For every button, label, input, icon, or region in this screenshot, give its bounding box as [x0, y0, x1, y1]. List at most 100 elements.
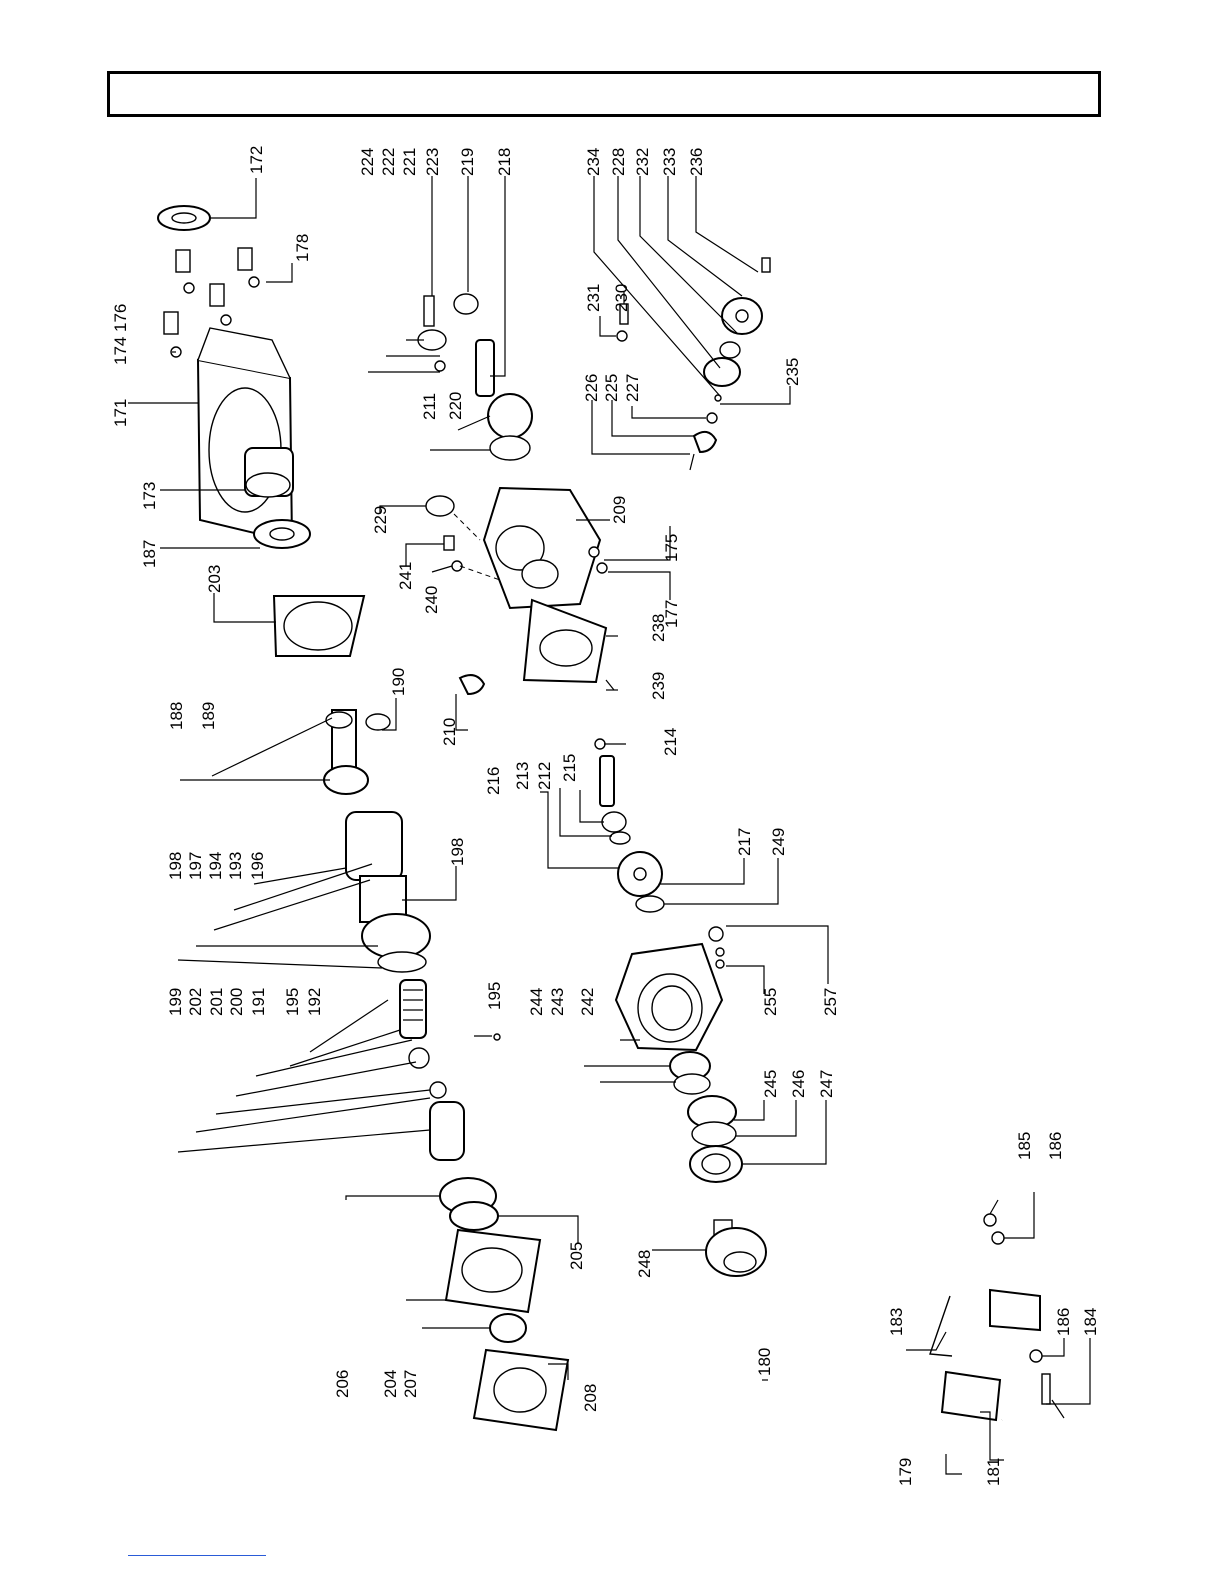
leader-lines — [128, 176, 1091, 1475]
part-label-243: 243 — [548, 987, 567, 1016]
part-label-225: 225 — [602, 373, 621, 402]
part-label-195-left: 195 — [283, 987, 302, 1016]
part-label-172: 172 — [247, 145, 266, 174]
part-label-207: 207 — [401, 1369, 420, 1398]
part-label-204: 204 — [381, 1369, 400, 1398]
part-label-216: 216 — [484, 766, 503, 795]
plate-208-drawing — [472, 1348, 570, 1432]
part-label-183: 183 — [887, 1307, 906, 1336]
part-label-218: 218 — [495, 147, 514, 176]
part-label-247: 247 — [817, 1069, 836, 1098]
shaft-191-drawing — [399, 979, 465, 1161]
gasket-203-drawing — [272, 595, 366, 657]
gearbox-209-drawing — [425, 486, 608, 610]
part-label-230: 230 — [612, 283, 631, 312]
bearing-173-drawing — [244, 447, 294, 498]
pinion-215-drawing — [594, 738, 631, 845]
part-label-257: 257 — [821, 987, 840, 1016]
part-label-248: 248 — [635, 1249, 654, 1278]
part-label-190: 190 — [389, 667, 408, 696]
cover-238-drawing — [522, 598, 615, 691]
part-label-180: 180 — [755, 1347, 774, 1376]
part-label-195-right: 195 — [485, 981, 504, 1010]
part-label-238: 238 — [649, 613, 668, 642]
part-label-246: 246 — [789, 1069, 808, 1098]
part-label-200: 200 — [227, 987, 246, 1016]
parts-225-236-drawing — [616, 257, 771, 471]
part-label-209: 209 — [610, 495, 629, 524]
part-label-232: 232 — [633, 147, 652, 176]
part-label-236: 236 — [687, 147, 706, 176]
part-label-206: 206 — [333, 1369, 352, 1398]
part-label-186-bottom: 186 — [1054, 1307, 1073, 1336]
ball-195-drawing — [493, 1033, 501, 1041]
part-label-202: 202 — [186, 987, 205, 1016]
part-label-171: 171 — [111, 398, 130, 427]
part-label-217: 217 — [735, 827, 754, 856]
part-label-198-right: 198 — [448, 837, 467, 866]
part-label-229: 229 — [371, 505, 390, 534]
part-label-235: 235 — [783, 357, 802, 386]
part-label-241: 241 — [396, 561, 415, 590]
plate-204-drawing — [444, 1228, 542, 1314]
part-label-219: 219 — [458, 147, 477, 176]
part-label-220: 220 — [446, 391, 465, 420]
part-label-194: 194 — [206, 851, 225, 880]
part-label-249: 249 — [769, 827, 788, 856]
part-label-181: 181 — [984, 1457, 1003, 1486]
screws-176-178-drawing — [163, 247, 260, 358]
part-label-199: 199 — [166, 987, 185, 1016]
part-label-175: 175 — [662, 533, 681, 562]
part-label-184: 184 — [1081, 1307, 1100, 1336]
plug-210-drawing — [458, 674, 486, 696]
washer-187-drawing — [253, 519, 311, 549]
shaft-188-drawing — [323, 709, 369, 795]
part-label-226: 226 — [582, 373, 601, 402]
header-frame — [107, 71, 1101, 117]
footer-link-underline[interactable] — [128, 1555, 266, 1556]
part-label-186-top: 186 — [1046, 1131, 1065, 1160]
handle-180-drawing — [762, 1213, 1051, 1477]
part-label-255: 255 — [761, 987, 780, 1016]
part-label-193: 193 — [226, 851, 245, 880]
part-label-228: 228 — [609, 147, 628, 176]
part-label-221: 221 — [400, 147, 419, 176]
cup-248-drawing — [705, 1219, 767, 1277]
gear-220-drawing — [487, 393, 533, 461]
part-label-189: 189 — [199, 701, 218, 730]
part-label-213: 213 — [513, 761, 532, 790]
part-label-191: 191 — [249, 987, 268, 1016]
part-label-240: 240 — [422, 585, 441, 614]
part-label-245: 245 — [761, 1069, 780, 1098]
part-label-224: 224 — [358, 147, 377, 176]
part-label-201: 201 — [207, 987, 226, 1016]
part-label-214: 214 — [661, 727, 680, 756]
part-label-208: 208 — [581, 1383, 600, 1412]
drum-194-drawing — [345, 811, 431, 973]
part-label-234: 234 — [584, 147, 603, 176]
part-label-231: 231 — [584, 283, 603, 312]
part-label-196: 196 — [248, 851, 267, 880]
part-label-192: 192 — [305, 987, 324, 1016]
part-label-173: 173 — [140, 481, 159, 510]
part-label-187: 187 — [140, 539, 159, 568]
part-label-203: 203 — [205, 564, 224, 593]
part-label-176: 176 — [111, 303, 130, 332]
part-label-178: 178 — [293, 233, 312, 262]
part-label-198-top: 198 — [166, 851, 185, 880]
part-label-227: 227 — [623, 373, 642, 402]
housing-242-drawing — [614, 926, 725, 1052]
part-label-185: 185 — [1015, 1131, 1034, 1160]
ring-190-drawing — [365, 713, 391, 731]
part-label-205: 205 — [567, 1241, 586, 1270]
part-label-210: 210 — [440, 717, 459, 746]
part-label-242: 242 — [578, 987, 597, 1016]
part-label-197: 197 — [186, 851, 205, 880]
part-label-222: 222 — [379, 147, 398, 176]
part-label-211: 211 — [420, 392, 439, 420]
part-label-244: 244 — [527, 987, 546, 1016]
part-label-174: 174 — [111, 336, 130, 365]
part-label-215: 215 — [560, 753, 579, 782]
